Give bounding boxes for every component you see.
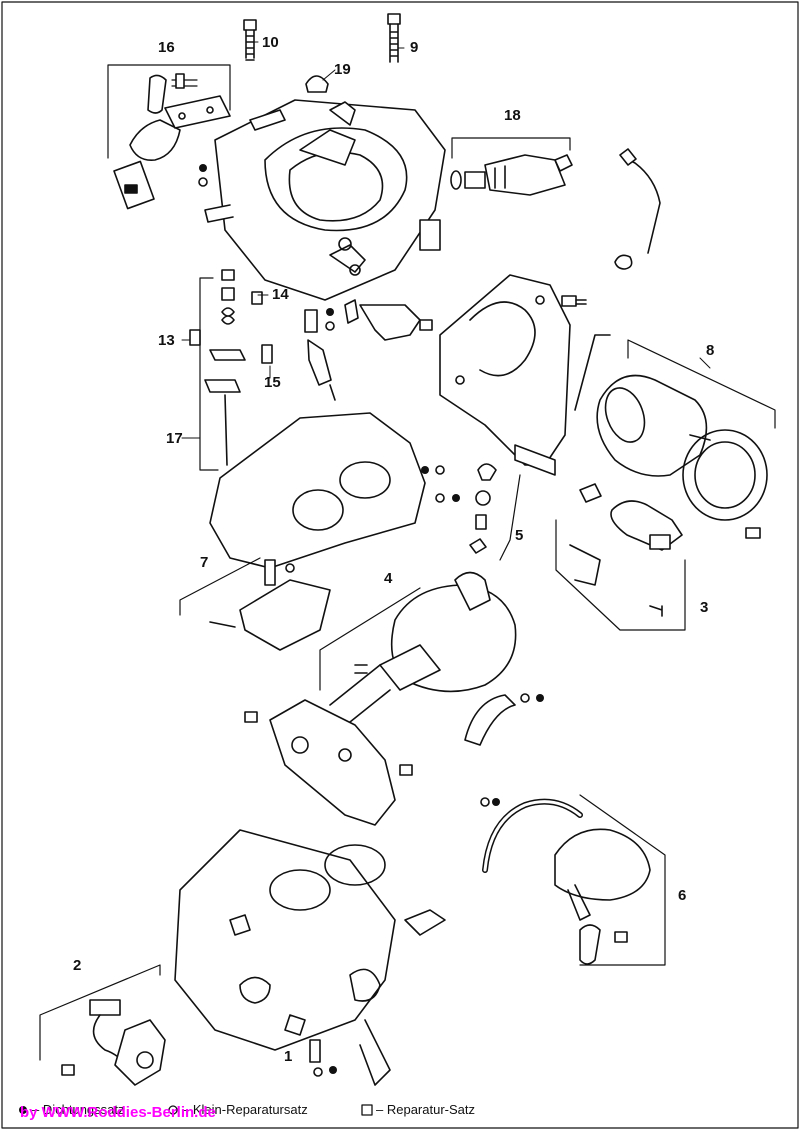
bolt-10: [243, 19, 257, 61]
part-7-injector-cover: [179, 557, 331, 651]
callout-15: 15: [264, 374, 281, 391]
callout-8: 8: [706, 342, 715, 359]
callout-9: 9: [410, 39, 419, 56]
callout-13: 13: [158, 332, 175, 349]
legend-symbols: [19, 1104, 373, 1116]
callout-14: 14: [272, 286, 289, 303]
callout-5: 5: [515, 527, 524, 544]
legend-open-label: – Klein-Reparatursatz: [182, 1102, 308, 1117]
leader-lines: [181, 41, 711, 439]
ground-wire-lead: [614, 148, 661, 270]
legend-square-label: – Reparatur-Satz: [376, 1102, 475, 1117]
linkage-bracket: [244, 699, 413, 826]
part-17-gasket: [209, 412, 445, 569]
upper-carburetor-body: [204, 99, 446, 301]
legend-filled-label: – Dichtungssatz: [32, 1102, 125, 1117]
callout-2: 2: [73, 957, 82, 974]
part-6-pull-down: [480, 794, 666, 966]
legend: – Dichtungssatz – Klein-Reparatursatz – …: [18, 1100, 578, 1120]
callout-17: 17: [166, 430, 183, 447]
callout-19: 19: [334, 61, 351, 78]
linkage-parts: [304, 299, 433, 401]
callout-10: 10: [262, 34, 279, 51]
lower-throttle-body: [174, 829, 446, 1086]
part-3-sensor: [555, 483, 686, 631]
callout-6: 6: [678, 887, 687, 904]
bolt-9: [387, 13, 401, 63]
callout-18: 18: [504, 107, 521, 124]
callout-3: 3: [700, 599, 709, 616]
part-2-sensor-plug: [39, 964, 166, 1086]
part-5-jet: [435, 463, 521, 561]
part-16-valve-assembly: [107, 64, 231, 210]
callout-1: 1: [284, 1048, 293, 1065]
throttle-bracket: [439, 274, 587, 476]
small-jets-13-14-15: [189, 269, 273, 471]
part-18-solenoid: [450, 137, 573, 196]
watermark[interactable]: by WWW.Roddies-Berlin.de: [20, 1104, 216, 1121]
part-8-actuator: [574, 334, 776, 539]
callout-7: 7: [200, 554, 209, 571]
part-4-diaphragm-unit: [319, 571, 544, 746]
callout-16: 16: [158, 39, 175, 56]
callout-4: 4: [384, 570, 393, 587]
part-1-jet: [309, 1039, 337, 1077]
